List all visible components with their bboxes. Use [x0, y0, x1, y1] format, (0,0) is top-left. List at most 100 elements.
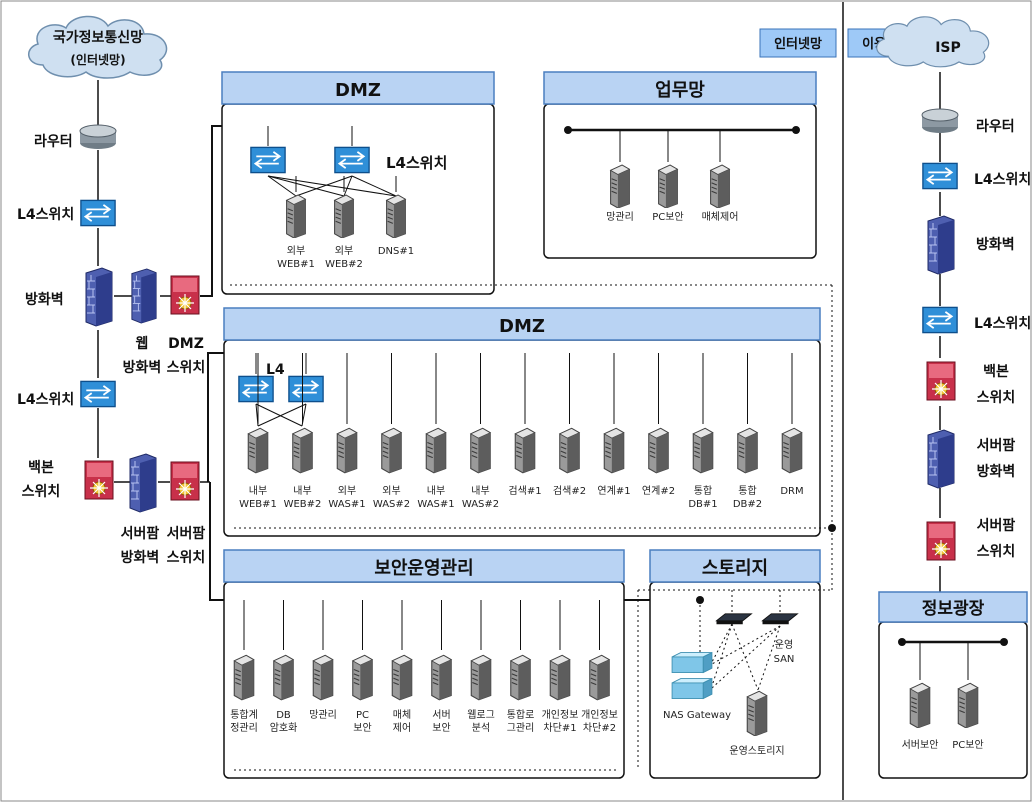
web-firewall-label-2: 방화벽 [123, 359, 162, 376]
server-label: 제어 [393, 722, 411, 734]
server-icon [334, 194, 354, 238]
server-label: 연계#2 [642, 485, 675, 497]
server-icon [549, 654, 571, 701]
server-label: 망관리 [309, 709, 337, 721]
work-zone: 업무망 [543, 71, 817, 259]
server-icon [658, 164, 678, 208]
l4-switch-icon [288, 375, 324, 403]
server-switch-icon [170, 461, 200, 501]
server-label: 검색#2 [553, 485, 586, 497]
server-icon [603, 427, 625, 474]
server-icon [352, 654, 373, 701]
internet-zone-tag: 인터넷망 [759, 28, 837, 58]
router-icon [79, 124, 117, 150]
right-l4-switch-1-label: L4스위치 [974, 172, 1031, 188]
server-label: 보안 [353, 722, 371, 734]
server-label: 통합 [738, 485, 756, 497]
internet-zone-label: 인터넷망 [774, 36, 822, 52]
server-icon [312, 654, 334, 701]
server-icon [336, 427, 358, 474]
server-label: 외부 [335, 245, 353, 257]
server-icon [233, 654, 255, 701]
web-firewall-label-1: 웹 [136, 336, 149, 352]
dmz-main-title: DMZ [499, 316, 545, 337]
server-icon [431, 654, 452, 701]
l4-switch-icon [80, 199, 116, 227]
server-firewall-label-1: 서버팜 [121, 525, 160, 542]
server-label: WAS#1 [328, 499, 365, 510]
right-router-label: 라우터 [976, 119, 1015, 135]
server-label: 통합 [694, 485, 712, 497]
firewall-icon [85, 267, 113, 327]
right-server-firewall-label-1: 서버팜 [977, 437, 1016, 454]
dmz-top-links [230, 126, 833, 528]
server-icon [470, 427, 491, 474]
server-icon [470, 654, 492, 701]
server-label: 매체 [393, 709, 411, 721]
server-icon [391, 654, 413, 701]
right-server-firewall-label-2: 방화벽 [977, 463, 1016, 480]
server-label: 개인정보 [581, 709, 618, 721]
dmz-switch-icon [170, 275, 200, 315]
server-icon [425, 427, 447, 474]
server-label: 외부 [338, 485, 356, 497]
left-router-label: 라우터 [34, 134, 73, 150]
server-switch-label-1: 서버팜 [167, 525, 206, 542]
storage-zone: 스토리지 [649, 549, 821, 779]
server-label: 개인정보 [542, 709, 579, 721]
server-switch-label-2: 스위치 [167, 550, 206, 566]
server-label: WEB#1 [239, 499, 277, 510]
dmz-top-zone: DMZ [221, 71, 495, 295]
right-firewall-label: 방화벽 [976, 236, 1015, 253]
server-label: 내부 [293, 485, 311, 497]
san-label-2: SAN [774, 654, 795, 665]
server-label: 차단#1 [543, 722, 576, 734]
server-icon [737, 427, 758, 474]
server-label: WAS#1 [417, 499, 454, 510]
server-label: 내부 [427, 485, 445, 497]
server-firewall-icon [129, 453, 157, 513]
firewall-icon [927, 215, 955, 275]
cloud-label-line-1: 국가정보통신망 [53, 29, 143, 46]
l4-switch-icon [250, 146, 286, 174]
server-icon [286, 194, 306, 238]
server-icon [514, 427, 536, 474]
left-backbone-label-2: 스위치 [22, 484, 61, 500]
server-label: WAS#2 [462, 499, 499, 510]
server-icon [273, 654, 294, 701]
server-label: WEB#2 [284, 499, 322, 510]
router-icon [921, 108, 959, 134]
server-icon [386, 194, 406, 238]
server-icon [247, 427, 269, 474]
dmz-main-l4-label: L4 [266, 362, 285, 378]
server-label: DB#2 [733, 499, 762, 510]
web-firewall-icon [131, 268, 157, 324]
dmz-switch-label-1: DMZ [168, 336, 204, 352]
dmz-top-title: DMZ [335, 80, 381, 101]
server-label: 연계#1 [597, 485, 630, 497]
server-label: 외부 [382, 485, 400, 497]
right-server-switch-label-2: 스위치 [977, 544, 1016, 560]
ops-storage-icon [746, 690, 768, 736]
right-server-switch-label-1: 서버팜 [977, 517, 1016, 534]
server-icon [381, 427, 402, 474]
server-label: 암호화 [270, 722, 298, 734]
security-ops-zone: 보안운영관리 [223, 549, 625, 779]
server-label: DB [276, 710, 291, 721]
l4-switch-icon [80, 380, 116, 408]
dmz-main-links [255, 353, 307, 427]
server-label: PC [356, 710, 369, 721]
server-firewall-label-2: 방화벽 [121, 549, 160, 566]
server-label: 통합계 [230, 709, 258, 721]
nas-gateway-icon [671, 678, 713, 699]
server-icon [957, 682, 979, 728]
server-label: DRM [780, 486, 803, 497]
l4-switch-icon [238, 375, 274, 403]
san-label-1: 운영 [775, 639, 793, 651]
l4-switch-icon [922, 162, 958, 190]
server-label: 그관리 [507, 722, 535, 734]
storage-links [637, 528, 833, 770]
server-icon [610, 164, 630, 208]
isp-cloud: ISP [876, 16, 990, 68]
